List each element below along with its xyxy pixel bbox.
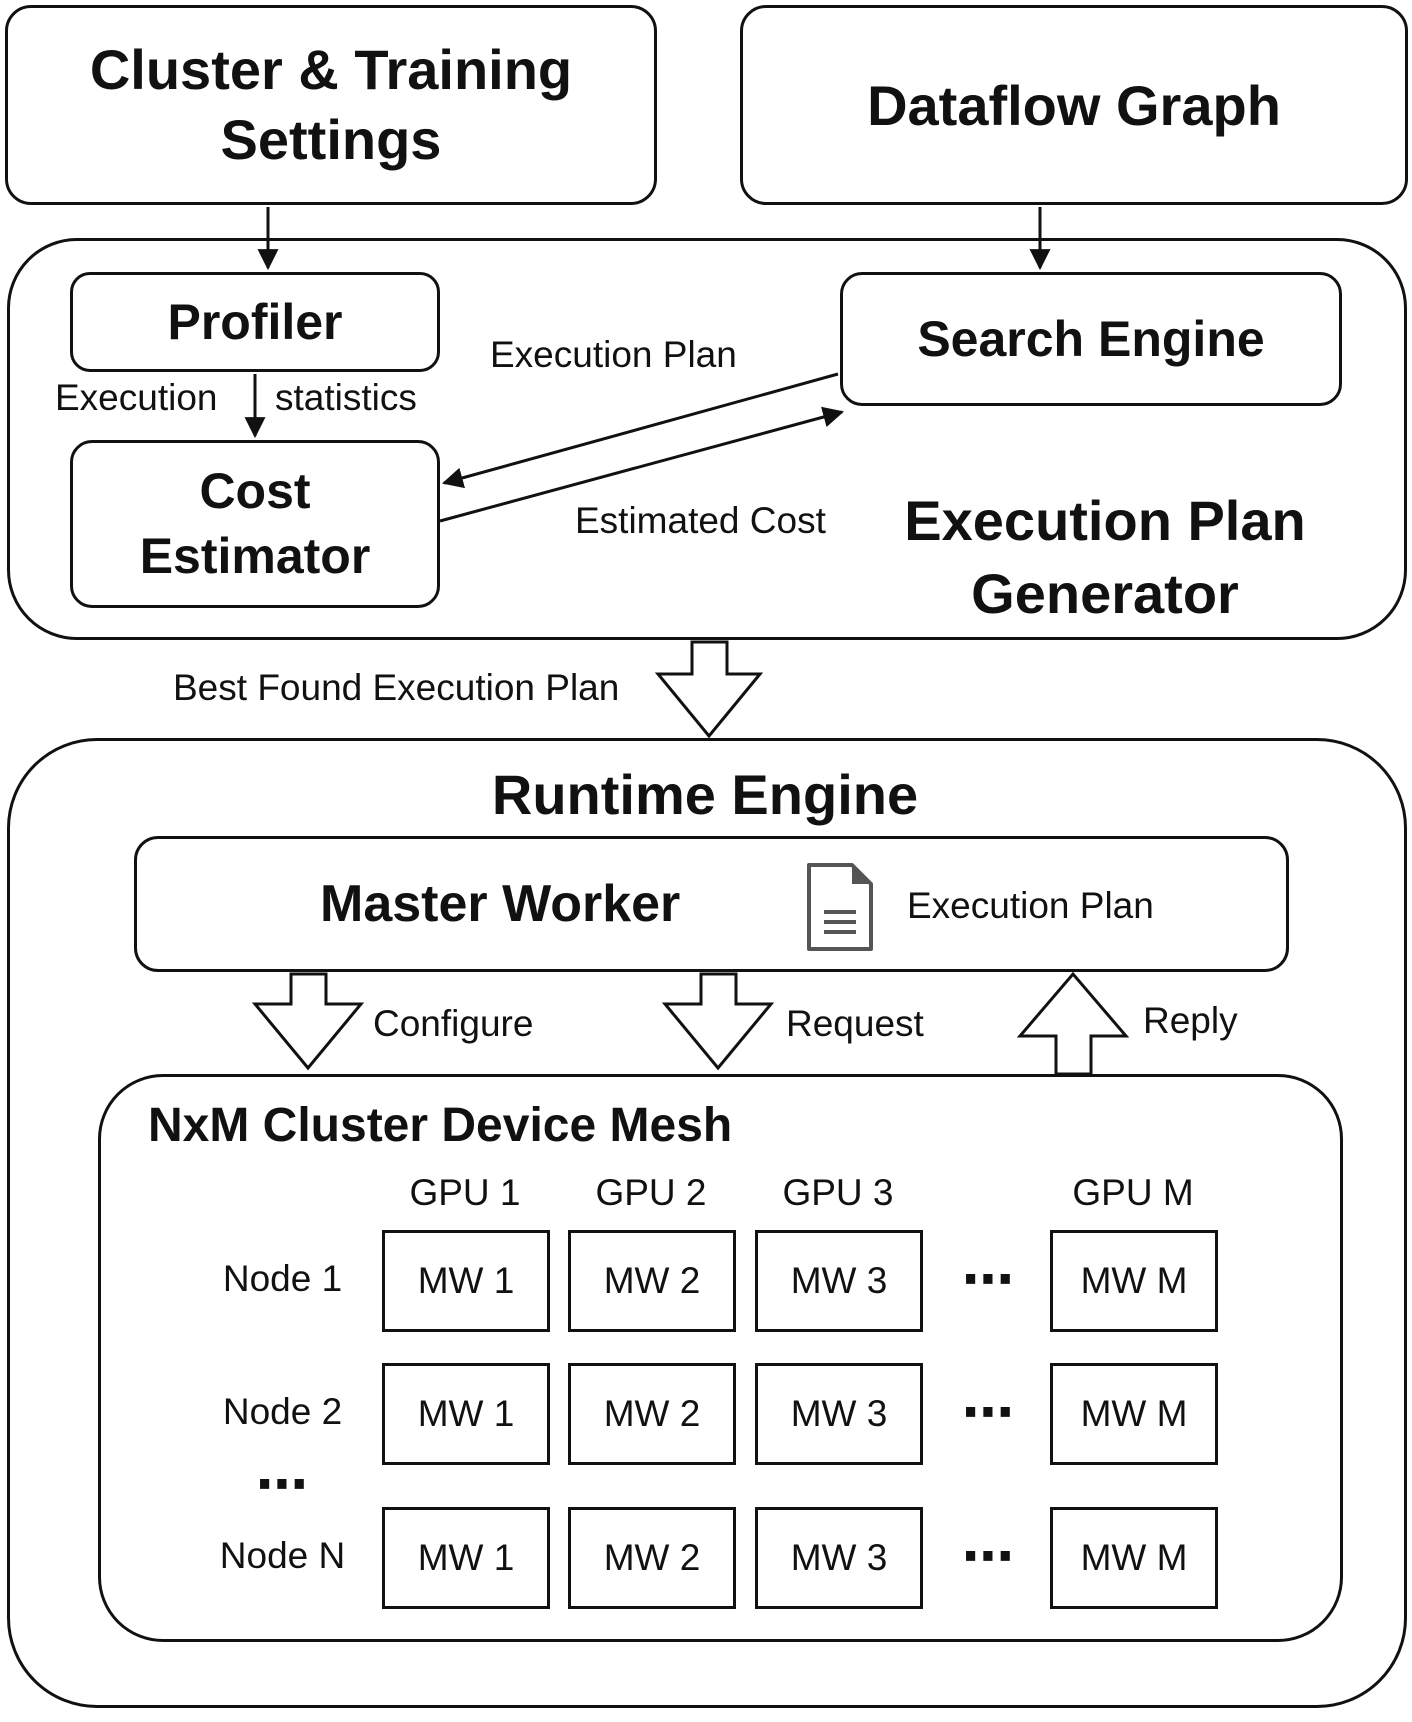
cost-estimator-line2: Estimator	[139, 528, 371, 584]
arrow-reply	[1016, 971, 1130, 1076]
gpu-header-1: GPU 1	[409, 1172, 521, 1213]
arrow-configure	[251, 972, 365, 1071]
profiler-box: Profiler	[70, 272, 440, 372]
mw-cell: MW 3	[755, 1507, 923, 1609]
generator-title-line1: Execution Plan	[904, 489, 1306, 552]
ellipsis-row-n: ⋯	[962, 1528, 1014, 1586]
mw-cell: MW 2	[568, 1507, 736, 1609]
arrow-estimated-cost	[439, 406, 845, 523]
mw-cell: MW 1	[382, 1230, 550, 1332]
execution-plan-arrow-label: Execution Plan	[490, 334, 737, 375]
arrow-request	[661, 972, 775, 1071]
ellipsis-nodes: ⋯	[256, 1456, 308, 1514]
master-worker-label: Master Worker	[320, 875, 681, 933]
mw-cell: MW 1	[382, 1363, 550, 1465]
cluster-training-settings-box: Cluster & Training Settings	[5, 5, 657, 205]
master-worker-box	[134, 836, 1289, 972]
request-label: Request	[786, 1003, 924, 1044]
execution-label: Execution	[55, 377, 218, 418]
arrow-best-plan	[654, 640, 764, 739]
ellipsis-row-2: ⋯	[962, 1384, 1014, 1442]
node-label-1: Node 1	[222, 1258, 343, 1299]
mw-cell: MW M	[1050, 1230, 1218, 1332]
profiler-label: Profiler	[167, 294, 343, 350]
best-found-plan-label: Best Found Execution Plan	[173, 667, 620, 708]
estimated-cost-label: Estimated Cost	[575, 500, 826, 541]
mw-cell: MW 2	[568, 1230, 736, 1332]
arrow-execution-plan	[441, 372, 839, 489]
cluster-settings-line1: Cluster & Training	[89, 38, 573, 101]
mw-cell: MW 2	[568, 1363, 736, 1465]
statistics-label: statistics	[275, 377, 417, 418]
mw-cell: MW M	[1050, 1507, 1218, 1609]
cluster-settings-line2: Settings	[220, 108, 442, 171]
device-mesh-title: NxM Cluster Device Mesh	[148, 1099, 733, 1152]
node-label-2: Node 2	[222, 1391, 343, 1432]
gpu-header-3: GPU 3	[782, 1172, 894, 1213]
document-icon	[806, 862, 874, 952]
search-engine-box: Search Engine	[840, 272, 1342, 406]
search-engine-label: Search Engine	[917, 311, 1265, 367]
dataflow-graph-box: Dataflow Graph	[740, 5, 1408, 205]
node-label-n: Node N	[219, 1535, 346, 1576]
mw-cell: MW 3	[755, 1230, 923, 1332]
runtime-engine-title: Runtime Engine	[491, 763, 919, 826]
mw-cell: MW M	[1050, 1363, 1218, 1465]
gpu-header-2: GPU 2	[595, 1172, 707, 1213]
dataflow-graph-label: Dataflow Graph	[867, 73, 1281, 137]
gpu-header-m: GPU M	[1072, 1172, 1194, 1213]
reply-label: Reply	[1143, 1000, 1238, 1041]
configure-label: Configure	[373, 1003, 534, 1044]
master-execution-plan-label: Execution Plan	[907, 885, 1154, 926]
generator-title-line2: Generator	[971, 561, 1239, 625]
ellipsis-row-1: ⋯	[962, 1251, 1014, 1309]
cost-estimator-box: Cost Estimator	[70, 440, 440, 608]
mw-cell: MW 3	[755, 1363, 923, 1465]
mw-cell: MW 1	[382, 1507, 550, 1609]
cost-estimator-line1: Cost	[199, 463, 311, 519]
execution-plan-generator-title: Execution Plan Generator	[880, 485, 1330, 631]
